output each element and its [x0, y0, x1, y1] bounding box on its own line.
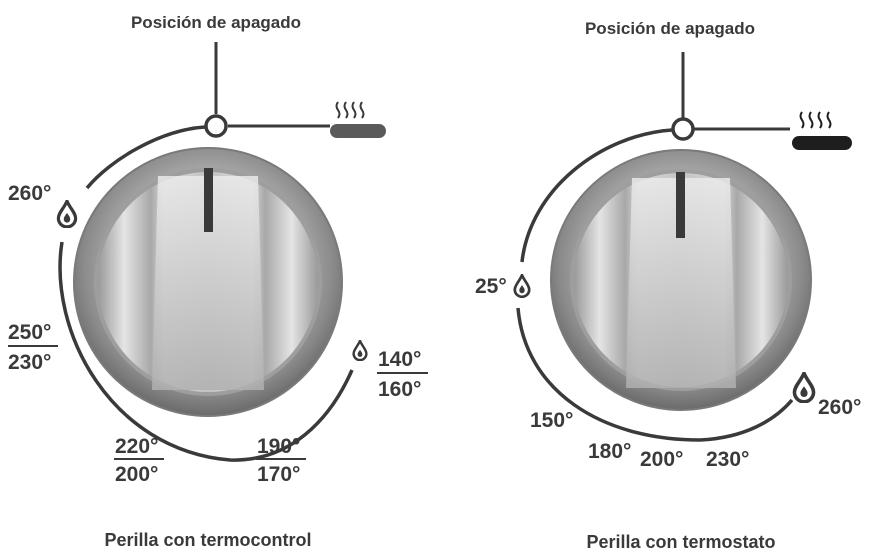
left-temp-250: 250°	[8, 321, 51, 344]
left-temp-200: 200°	[115, 463, 158, 486]
left-flame-icon-low	[352, 340, 368, 361]
right-knob[interactable]	[550, 149, 812, 411]
left-scale-arc-upper	[85, 125, 206, 190]
left-temp-160: 160°	[378, 378, 421, 401]
left-scale-arc-lower	[58, 241, 354, 462]
right-temp-230: 230°	[706, 448, 749, 471]
left-temp-230: 230°	[8, 351, 51, 374]
left-temp-170: 170°	[257, 463, 300, 486]
left-off-position-marker	[204, 114, 228, 138]
left-knob-indicator	[204, 168, 213, 232]
right-temp-260: 260°	[818, 396, 861, 419]
left-flame-icon-high	[56, 200, 78, 228]
left-knob[interactable]	[73, 147, 343, 417]
right-temp-25: 25°	[475, 275, 507, 298]
right-knob-group: Posición de apagado 25° 150° 180° 200° 2…	[475, 19, 861, 552]
right-off-position-label: Posición de apagado	[585, 19, 755, 38]
left-knob-group: Posición de apagado 260° 250° 230° 220° …	[8, 13, 428, 550]
right-flame-icon-high	[792, 372, 816, 403]
right-temp-150: 150°	[530, 409, 573, 432]
right-flame-icon-low	[513, 274, 531, 298]
left-temp-220: 220°	[115, 435, 158, 458]
right-temp-200: 200°	[640, 448, 683, 471]
right-burner-heat-icon	[792, 111, 852, 150]
right-knob-indicator	[676, 172, 685, 238]
left-temp-260: 260°	[8, 182, 51, 205]
right-scale-arc-lower	[516, 307, 794, 442]
left-temp-140: 140°	[378, 348, 421, 371]
right-off-position-marker	[671, 117, 695, 141]
left-knob-caption: Perilla con termocontrol	[104, 530, 311, 550]
left-off-position-label: Posición de apagado	[131, 13, 301, 32]
left-burner-heat-icon	[330, 101, 386, 138]
left-temp-190: 190°	[257, 435, 300, 458]
right-knob-caption: Perilla con termostato	[586, 532, 775, 552]
right-temp-180: 180°	[588, 440, 631, 463]
right-scale-arc-upper	[520, 128, 673, 263]
